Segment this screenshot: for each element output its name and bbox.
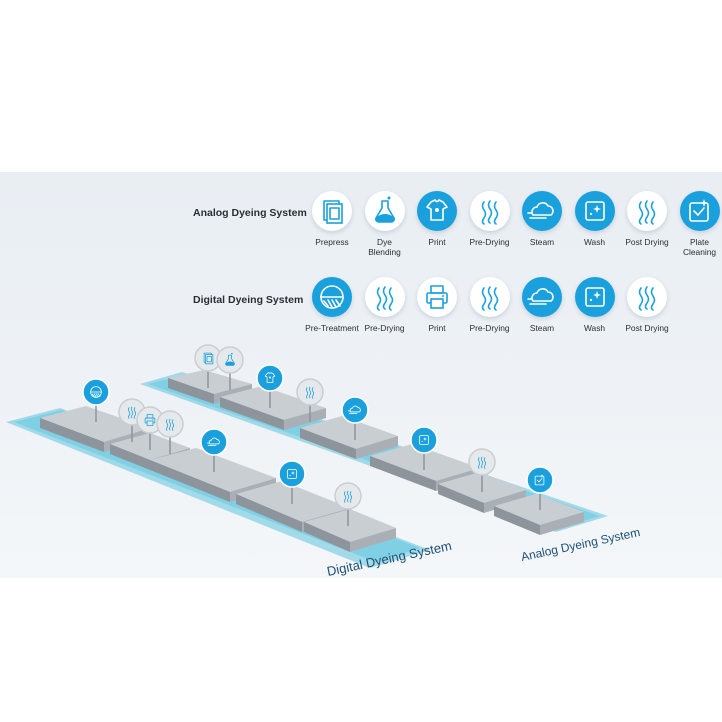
prepress-pin: [194, 344, 222, 388]
digital-step-label: Steam: [529, 323, 555, 333]
digital-step: Pre-Drying: [460, 277, 520, 333]
production-line-illustration: Digital Dyeing System Analog Dyeing Syst…: [6, 344, 641, 578]
plate-cleaning-pin: [526, 466, 554, 510]
digital-step-label: Post Drying: [625, 323, 669, 333]
steam-cloud-pin: [341, 396, 369, 440]
analog-step-label: Prepress: [315, 237, 349, 247]
plate-cleaning-icon: [679, 191, 720, 231]
prepress-icon: [203, 352, 214, 365]
digital-step-label: Pre-Drying: [469, 323, 510, 333]
wash-sparkle-icon: [574, 191, 615, 231]
prepress-icon: [312, 191, 352, 231]
digital-step-label: Wash: [583, 323, 606, 333]
tshirt-print-icon: [417, 191, 457, 231]
analog-step: Wash: [565, 191, 625, 247]
analog-step: Steam: [512, 191, 572, 247]
analog-step-label: Wash: [583, 237, 606, 247]
digital-step: Steam: [512, 277, 572, 333]
digital-step: Pre-Drying: [355, 277, 415, 333]
dye-blending-pin: [216, 346, 244, 390]
diagram-canvas: Analog Dyeing System Digital Dyeing Syst…: [0, 172, 722, 578]
plate-cleaning-icon: [534, 474, 545, 486]
heat-waves-pin: [334, 482, 362, 526]
printer-icon: [144, 414, 156, 426]
analog-step: Post Drying: [617, 191, 677, 247]
digital-step: Wash: [565, 277, 625, 333]
tshirt-print-pin: [256, 364, 284, 408]
wash-sparkle-icon: [287, 469, 297, 479]
steam-cloud-icon: [347, 405, 361, 414]
heat-waves-pin: [468, 448, 496, 492]
digital-step: Pre-Treatment: [302, 277, 362, 333]
steam-cloud-pin: [200, 428, 228, 472]
heat-waves-icon: [364, 277, 405, 317]
pre-treatment-icon: [90, 386, 102, 398]
wash-sparkle-pin: [410, 426, 438, 470]
heat-waves-icon: [627, 277, 667, 317]
dye-blending-icon: [364, 191, 405, 231]
digital-step-label: Print: [428, 323, 446, 333]
analog-step-label: Print: [428, 237, 446, 247]
heat-waves-icon: [305, 386, 315, 399]
analog-slabs: [168, 370, 584, 535]
printer-icon: [417, 277, 457, 317]
pre-treatment-icon: [312, 277, 352, 317]
digital-pins: [82, 378, 362, 526]
tshirt-print-icon: [264, 372, 276, 383]
analog-step: Pre-Drying: [460, 191, 520, 247]
digital-step: Print: [407, 277, 467, 333]
heat-waves-icon: [627, 191, 667, 231]
heat-waves-icon: [477, 456, 487, 469]
wash-sparkle-icon: [419, 435, 429, 445]
pre-treatment-pin: [82, 378, 110, 422]
analog-step: Print: [407, 191, 467, 247]
analog-step-label: Pre-Drying: [469, 237, 510, 247]
analog-row-title: Analog Dyeing System: [193, 207, 307, 219]
heat-waves-icon: [469, 191, 510, 231]
heat-waves-icon: [343, 490, 353, 503]
heat-waves-pin: [296, 378, 324, 422]
heat-waves-icon: [469, 277, 510, 317]
wash-sparkle-icon: [574, 277, 615, 317]
wash-sparkle-pin: [278, 460, 306, 504]
digital-row-title: Digital Dyeing System: [193, 294, 304, 306]
heat-waves-icon: [165, 418, 175, 431]
steam-cloud-icon: [522, 277, 562, 317]
analog-step-label: Steam: [529, 237, 555, 247]
digital-step-label: Pre-Drying: [364, 323, 405, 333]
steam-cloud-icon: [206, 437, 220, 446]
analog-step-label: Post Drying: [625, 237, 669, 247]
steam-cloud-icon: [522, 191, 562, 231]
heat-waves-pin: [156, 410, 184, 454]
analog-step: Prepress: [302, 191, 362, 247]
digital-step-label: Pre-Treatment: [305, 323, 359, 333]
digital-step: Post Drying: [617, 277, 677, 333]
heat-waves-icon: [127, 406, 137, 419]
dye-blending-icon: [225, 352, 235, 366]
analog-pins: [194, 344, 554, 510]
